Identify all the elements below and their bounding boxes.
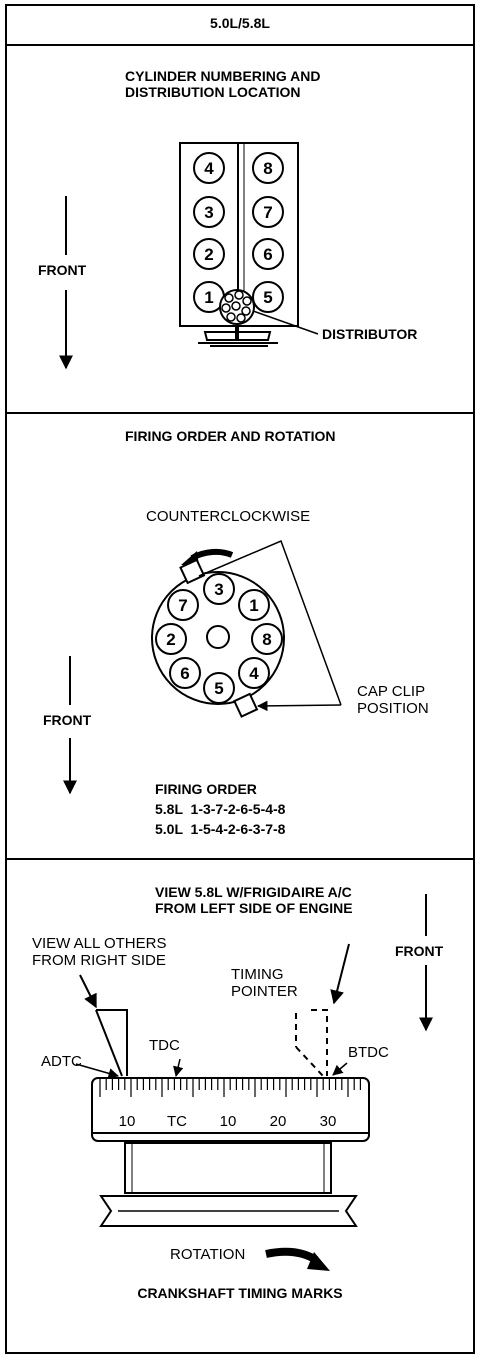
cylinder-7: 7 bbox=[252, 196, 284, 228]
cap-terminal-3: 3 bbox=[203, 573, 235, 605]
scale-label: 20 bbox=[270, 1113, 287, 1130]
btdc-arrow bbox=[332, 1062, 348, 1076]
cap-terminal-2: 2 bbox=[155, 623, 187, 655]
tdc-arrow bbox=[173, 1058, 184, 1078]
scale-label: 10 bbox=[220, 1113, 237, 1130]
rotation-label: ROTATION bbox=[170, 1246, 246, 1263]
cap-terminals: 3 184 5 627 bbox=[155, 573, 283, 704]
rotation-arrow bbox=[265, 1247, 319, 1264]
scale-label: 10 bbox=[119, 1113, 136, 1130]
svg-text:2: 2 bbox=[204, 245, 213, 264]
svg-text:1: 1 bbox=[249, 596, 258, 615]
svg-text:6: 6 bbox=[263, 245, 272, 264]
btdc-label: BTDC bbox=[348, 1044, 389, 1061]
front-label-2: FRONT bbox=[43, 712, 92, 728]
cap-terminal-5: 5 bbox=[203, 672, 235, 704]
counterclockwise-label: COUNTERCLOCKWISE bbox=[146, 508, 311, 525]
svg-text:3: 3 bbox=[204, 203, 213, 222]
cap-clip-bottom bbox=[233, 692, 259, 718]
timing-scale-labels: 10 TC 10 20 30 bbox=[119, 1113, 337, 1130]
cap-terminal-1: 1 bbox=[238, 589, 270, 621]
svg-text:4: 4 bbox=[249, 664, 259, 683]
svg-text:7: 7 bbox=[263, 203, 272, 222]
timing-pointer-label: TIMING POINTER bbox=[231, 966, 298, 1001]
cap-terminal-4: 4 bbox=[238, 657, 270, 689]
front-label-3: FRONT bbox=[395, 943, 444, 959]
distributor-label: DISTRIBUTOR bbox=[322, 326, 418, 342]
svg-text:4: 4 bbox=[204, 159, 214, 178]
firing-order-heading: FIRING ORDER bbox=[155, 781, 257, 797]
cap-clip-top bbox=[179, 558, 206, 585]
scale-label: 30 bbox=[320, 1113, 337, 1130]
scale-label: TC bbox=[167, 1113, 187, 1130]
crankshaft-timing-marks-caption: CRANKSHAFT TIMING MARKS bbox=[137, 1285, 343, 1301]
svg-text:6: 6 bbox=[180, 664, 189, 683]
cap-terminal-6: 6 bbox=[169, 657, 201, 689]
svg-text:7: 7 bbox=[178, 596, 187, 615]
section-divider-2 bbox=[5, 858, 475, 860]
firing-order-50: 5.0L 1-5-4-2-6-3-7-8 bbox=[155, 821, 286, 837]
cap-clip-position-label: CAP CLIP POSITION bbox=[357, 683, 429, 718]
view-58-frigidaire-label: VIEW 5.8L W/FRIGIDAIRE A/C FROM LEFT SID… bbox=[155, 884, 353, 917]
cylinder-bank-right: 8 7 6 5 bbox=[252, 152, 284, 313]
left-side-pointer bbox=[311, 1009, 328, 1076]
timing-scale-ticks bbox=[99, 1079, 361, 1097]
svg-text:3: 3 bbox=[214, 580, 223, 599]
distributor-leader-line bbox=[252, 310, 319, 335]
firing-order-rotation-title: FIRING ORDER AND ROTATION bbox=[125, 428, 336, 444]
svg-text:2: 2 bbox=[166, 630, 175, 649]
svg-text:8: 8 bbox=[262, 630, 271, 649]
cylinder-8: 8 bbox=[252, 152, 284, 184]
right-side-pointer bbox=[96, 1009, 128, 1076]
svg-text:1: 1 bbox=[204, 288, 213, 307]
section-divider-1 bbox=[5, 412, 475, 414]
page-title: 5.0L/5.8L bbox=[210, 15, 270, 31]
cap-terminal-8: 8 bbox=[251, 623, 283, 655]
cylinder-numbering-title: CYLINDER NUMBERING AND DISTRIBUTION LOCA… bbox=[125, 68, 321, 101]
crankshaft-damper bbox=[91, 1077, 370, 1227]
tdc-label: TDC bbox=[149, 1037, 180, 1054]
svg-text:5: 5 bbox=[263, 288, 272, 307]
timing-pointer-arrow bbox=[330, 943, 350, 1005]
cylinder-4: 4 bbox=[193, 152, 225, 184]
header-divider bbox=[5, 44, 475, 46]
svg-text:8: 8 bbox=[263, 159, 272, 178]
rotation-arrowhead bbox=[307, 1252, 330, 1271]
counterclockwise-arrow bbox=[190, 548, 234, 561]
firing-order-58: 5.8L 1-3-7-2-6-5-4-8 bbox=[155, 801, 286, 817]
view-all-others-label: VIEW ALL OTHERS FROM RIGHT SIDE bbox=[32, 935, 167, 970]
cylinder-3: 3 bbox=[193, 196, 225, 228]
cap-clip-arrow bbox=[256, 700, 342, 712]
cylinder-5: 5 bbox=[252, 281, 284, 313]
cylinder-bank-left: 4 3 2 1 bbox=[193, 152, 225, 313]
view-others-arrow bbox=[79, 974, 97, 1009]
adtc-label: ADTC bbox=[41, 1053, 82, 1070]
cylinder-6: 6 bbox=[252, 238, 284, 270]
svg-text:5: 5 bbox=[214, 679, 223, 698]
distributor bbox=[198, 289, 319, 347]
cap-clip-leader-upper bbox=[198, 539, 342, 706]
cap-terminal-7: 7 bbox=[167, 589, 199, 621]
front-label-1: FRONT bbox=[38, 262, 87, 278]
adtc-arrow bbox=[75, 1063, 120, 1079]
cylinder-2: 2 bbox=[193, 238, 225, 270]
diagram-frame bbox=[5, 4, 475, 1354]
